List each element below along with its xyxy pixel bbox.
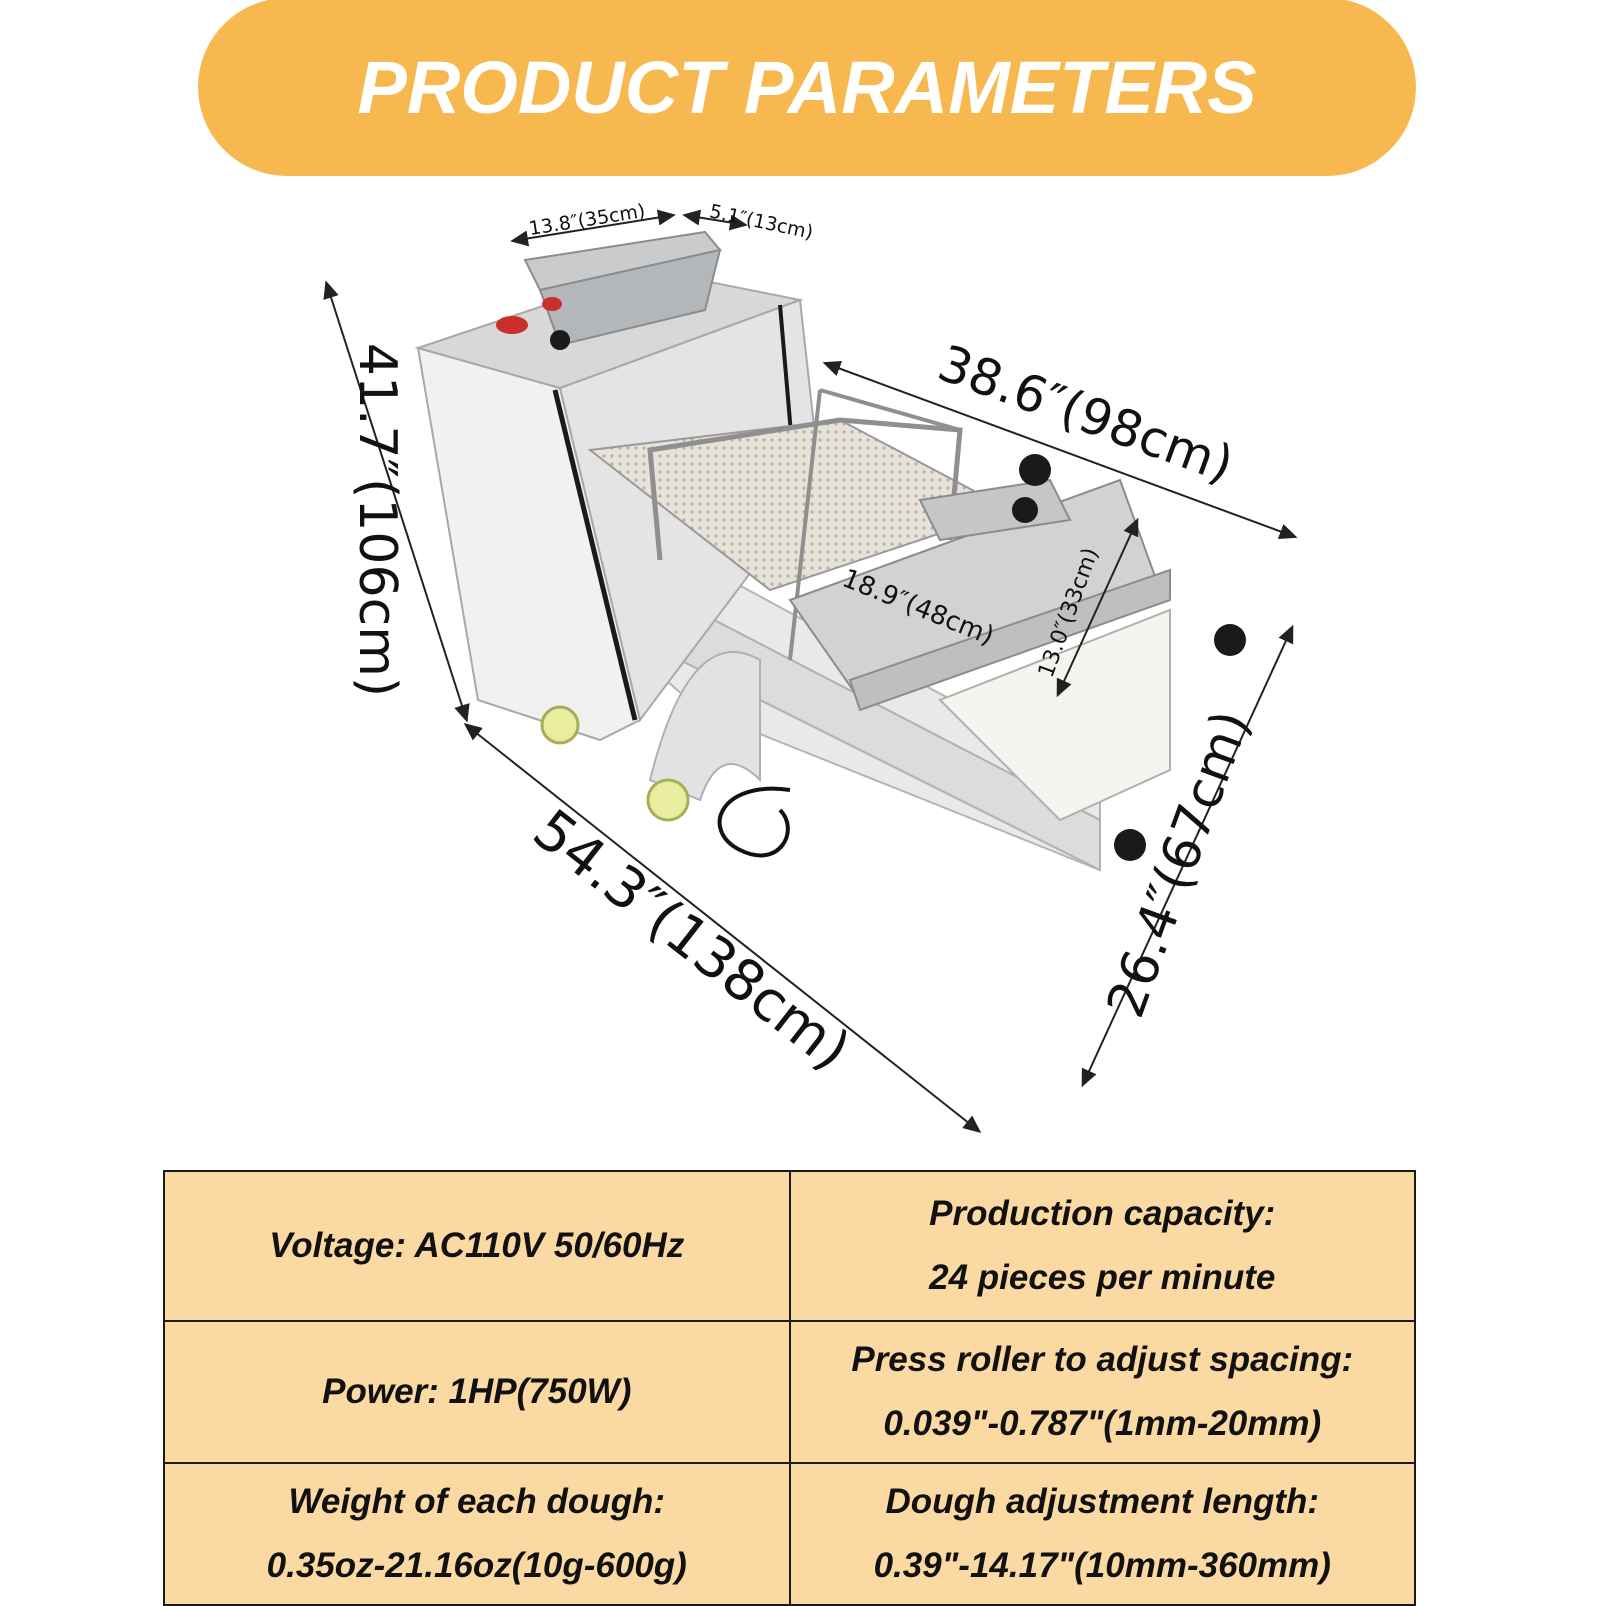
capacity-value: 24 pieces per minute: [929, 1258, 1276, 1297]
weight-label: Weight of each dough:: [288, 1482, 666, 1521]
weight-value: 0.35oz-21.16oz(10g-600g): [266, 1546, 687, 1585]
header-banner: PRODUCT PARAMETERS: [198, 0, 1416, 176]
length-value: 0.39"-14.17"(10mm-360mm): [873, 1546, 1331, 1585]
power-text: Power: 1HP(750W): [322, 1372, 632, 1411]
roller-value: 0.039"-0.787"(1mm-20mm): [883, 1404, 1322, 1443]
machine-body: [414, 230, 1246, 872]
machine-illustration: 13.8″(35cm) 5.1″(13cm) 41.7″(106cm) 38.6…: [323, 200, 1298, 1133]
dim-overall-length: 54.3″(138cm): [521, 797, 862, 1083]
dim-hopper-length: 13.8″(35cm): [527, 200, 646, 240]
dim-top-length: 38.6″(98cm): [931, 334, 1241, 494]
spec-power: Power: 1HP(750W): [163, 1320, 791, 1464]
spec-length: Dough adjustment length: 0.39"-14.17"(10…: [788, 1462, 1416, 1606]
spec-roller: Press roller to adjust spacing: 0.039"-0…: [788, 1320, 1416, 1464]
dim-height: 41.7″(106cm): [347, 343, 407, 697]
spec-voltage: Voltage: AC110V 50/60Hz: [163, 1170, 791, 1322]
spec-capacity: Production capacity: 24 pieces per minut…: [788, 1170, 1416, 1322]
voltage-text: Voltage: AC110V 50/60Hz: [269, 1226, 685, 1265]
dim-hopper-width: 5.1″(13cm): [707, 200, 815, 243]
capacity-label: Production capacity:: [929, 1194, 1276, 1233]
spec-weight: Weight of each dough: 0.35oz-21.16oz(10g…: [163, 1462, 791, 1606]
product-image: 13.8″(35cm) 5.1″(13cm) 41.7″(106cm) 38.6…: [0, 180, 1600, 1160]
spec-row: Power: 1HP(750W) Press roller to adjust …: [163, 1320, 1416, 1464]
spec-row: Voltage: AC110V 50/60Hz Production capac…: [163, 1170, 1416, 1322]
dimension-lines: [323, 209, 1298, 1133]
roller-label: Press roller to adjust spacing:: [851, 1340, 1354, 1379]
page-title: PRODUCT PARAMETERS: [357, 45, 1257, 129]
length-label: Dough adjustment length:: [885, 1482, 1320, 1521]
spec-table: Voltage: AC110V 50/60Hz Production capac…: [163, 1170, 1416, 1606]
spec-row: Weight of each dough: 0.35oz-21.16oz(10g…: [163, 1462, 1416, 1606]
